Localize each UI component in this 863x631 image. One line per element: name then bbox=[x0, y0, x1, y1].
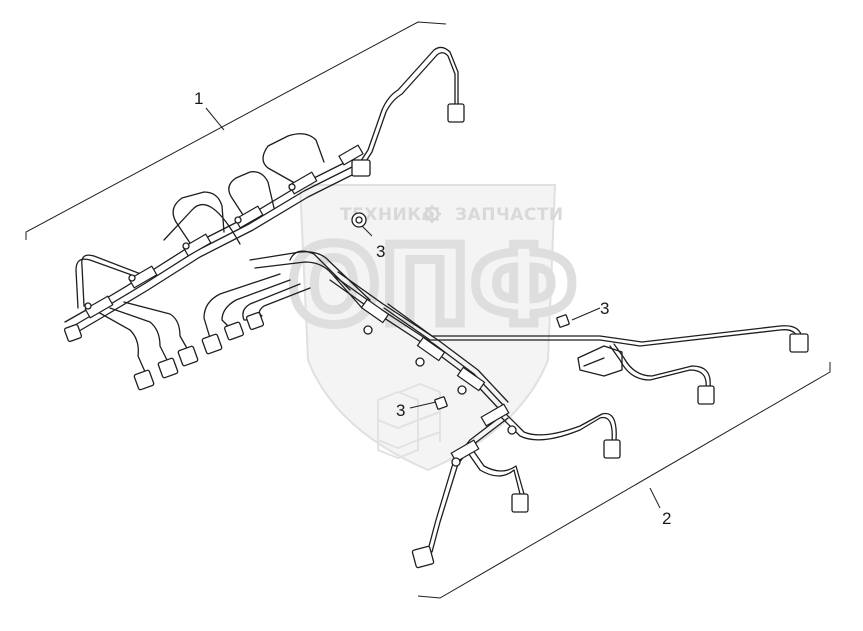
bracket-2-line bbox=[417, 362, 831, 599]
clamp-bolt bbox=[84, 302, 92, 310]
pipe-nut bbox=[245, 311, 265, 331]
pipe-nut bbox=[63, 323, 83, 343]
clamp-bolt bbox=[182, 242, 190, 250]
gear-icon bbox=[423, 205, 441, 223]
pipe-nut bbox=[447, 103, 465, 123]
leader-2 bbox=[649, 487, 661, 509]
pipe-set-2 bbox=[329, 271, 809, 569]
pipe-clamp bbox=[84, 295, 114, 319]
pipe-clamp bbox=[338, 144, 364, 166]
part-3-clip bbox=[434, 396, 448, 410]
pipe-nut bbox=[603, 439, 621, 459]
clamp-bolt bbox=[288, 183, 296, 191]
leader-1 bbox=[205, 107, 225, 131]
pipe-nut bbox=[177, 345, 199, 367]
clamp-bolt bbox=[415, 357, 425, 367]
leader-3c bbox=[409, 401, 437, 409]
pipe-nut bbox=[224, 321, 244, 341]
clamp-bolt bbox=[128, 274, 136, 282]
pipe-set-1 bbox=[63, 46, 465, 391]
part-3-clip bbox=[556, 314, 570, 328]
pipe-clamp bbox=[182, 233, 212, 257]
bracket-lines bbox=[25, 21, 831, 599]
clamp-bolt bbox=[451, 457, 461, 467]
callout-1: 1 bbox=[194, 89, 203, 108]
clamp-bolt bbox=[507, 425, 517, 435]
pipe-clamp bbox=[480, 403, 510, 427]
watermark-logo: ОПФ bbox=[288, 224, 577, 349]
watermark-shield bbox=[298, 184, 557, 472]
clamp-bolt bbox=[363, 325, 373, 335]
callout-3-top: 3 bbox=[376, 242, 385, 261]
leader-3a bbox=[361, 225, 373, 237]
clamp-bolt bbox=[457, 385, 467, 395]
watermark-cubes bbox=[377, 382, 441, 460]
watermark-text-right: ЗАПЧАСТИ bbox=[455, 205, 564, 225]
pipe-nut bbox=[411, 545, 435, 569]
part-3-fasteners bbox=[351, 212, 570, 410]
watermark: ТЕХНИКА ЗАПЧАСТИ ОПФ bbox=[284, 184, 582, 472]
pipe-clamp bbox=[416, 336, 446, 362]
callout-3-bottom: 3 bbox=[396, 401, 405, 420]
pipe-clamp bbox=[456, 366, 486, 392]
pipe-nut bbox=[351, 159, 371, 177]
pipe-nut bbox=[157, 357, 179, 379]
pipe-nut bbox=[789, 333, 809, 353]
pipe-nut bbox=[201, 333, 223, 355]
pipe-nut bbox=[511, 493, 529, 513]
pipe-nut bbox=[133, 369, 155, 391]
pipe-clamp bbox=[128, 265, 158, 289]
callout-2: 2 bbox=[662, 509, 671, 528]
leader-3b bbox=[571, 307, 601, 321]
callout-3-right: 3 bbox=[600, 299, 609, 318]
pipe-clamp bbox=[360, 298, 390, 324]
pipe-nut bbox=[697, 385, 715, 405]
clamp-bolt bbox=[234, 216, 242, 224]
pipe-clamp bbox=[450, 439, 480, 463]
